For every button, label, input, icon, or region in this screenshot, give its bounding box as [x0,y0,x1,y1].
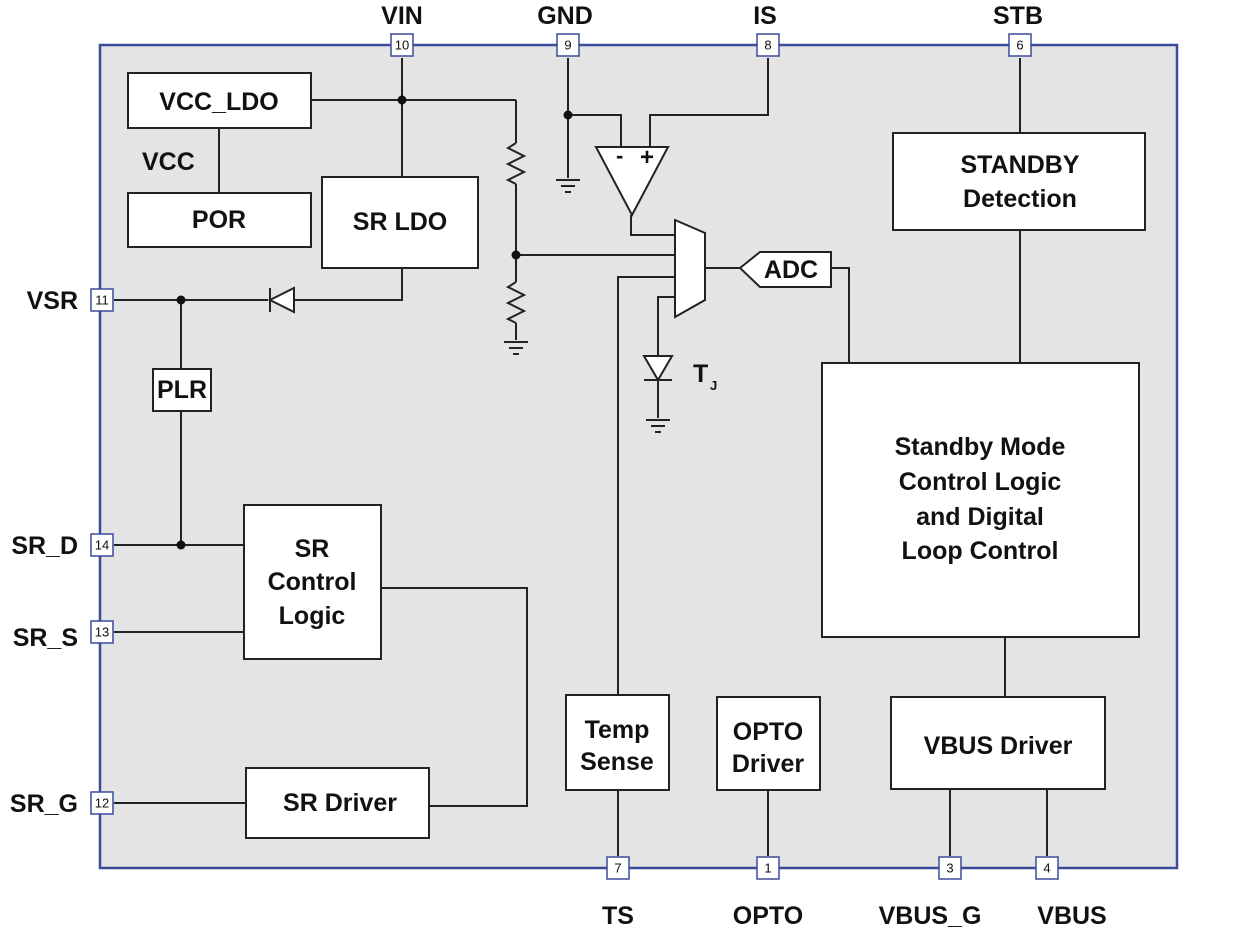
svg-text:10: 10 [395,38,409,53]
tj-diode-symbol [642,355,674,382]
opto-driver-line1: OPTO [733,718,803,746]
svg-text:14: 14 [95,538,109,553]
plr-label: PLR [157,376,207,404]
pin-stb: 6 STB [993,2,1043,57]
svg-text:GND: GND [537,2,593,30]
pin-vin: 10 VIN [381,2,423,57]
svg-text:SR_S: SR_S [13,624,78,652]
sr-ldo-block [321,176,479,269]
adc-block [738,251,832,288]
pin-sr-s: 13 SR_S [13,620,114,652]
standby-logic-line2: Control Logic [899,468,1062,496]
op-amp-plus: + [640,144,654,171]
junction-dot [563,110,573,120]
svg-text:OPTO: OPTO [733,902,803,930]
pin-vsr: 11 VSR [27,287,114,315]
opto-driver-line2: Driver [732,750,805,778]
plr-block [152,368,212,412]
op-amp-symbol [594,146,670,218]
mux-symbol [674,218,706,319]
adc-label: ADC [764,256,818,284]
diode-symbol [267,286,295,314]
vcc-ldo-label: VCC_LDO [159,88,278,116]
standby-detection-block [892,132,1146,231]
junction-dot [176,295,186,305]
ground-symbol-tj [646,419,670,433]
svg-text:IS: IS [753,2,777,30]
svg-text:SR_D: SR_D [11,532,78,560]
svg-text:9: 9 [564,38,571,53]
vbus-driver-block [890,696,1106,790]
standby-logic-line3: and Digital [916,503,1044,531]
svg-text:12: 12 [95,796,109,811]
por-label: POR [192,206,246,234]
standby-logic-line1: Standby Mode [895,433,1066,461]
opto-driver-block [716,696,821,791]
vcc-label: VCC [142,148,195,176]
pin-ts: 7 TS [602,856,634,930]
ground-symbol-divider [504,341,528,355]
sr-control-line3: Logic [279,602,346,630]
svg-text:VSR: VSR [27,287,78,315]
svg-text:11: 11 [95,293,109,308]
pin-is: 8 IS [753,2,780,57]
svg-text:4: 4 [1043,861,1050,876]
svg-text:8: 8 [764,38,771,53]
sr-control-logic-block [243,504,382,660]
sr-control-line2: Control [268,568,357,596]
sr-driver-block [245,767,430,839]
svg-text:6: 6 [1016,38,1023,53]
vbus-driver-label: VBUS Driver [924,732,1073,760]
pin-sr-d: 14 SR_D [11,532,114,560]
temp-sense-block [565,694,670,791]
tj-label: T [693,360,708,388]
sr-control-line1: SR [295,535,330,563]
svg-text:VBUS: VBUS [1037,902,1106,930]
standby-logic-line4: Loop Control [902,537,1059,565]
temp-sense-line2: Sense [580,748,654,776]
svg-text:TS: TS [602,902,634,930]
pin-sr-g: 12 SR_G [10,790,114,818]
tj-subscript: J [710,378,717,393]
svg-text:1: 1 [764,861,771,876]
junction-dot [176,540,186,550]
op-amp-minus: - [616,143,623,168]
svg-text:7: 7 [614,861,621,876]
svg-text:3: 3 [946,861,953,876]
por-block [127,192,312,248]
standby-detection-line2: Detection [963,185,1077,213]
svg-text:13: 13 [95,625,109,640]
svg-text:VIN: VIN [381,2,423,30]
svg-text:VBUS_G: VBUS_G [879,902,982,930]
pin-vbus: 4 VBUS [1035,856,1107,930]
vcc-ldo-block [127,72,312,129]
ground-symbol-gnd [556,179,580,193]
junction-dot [511,250,521,260]
standby-detection-line1: STANDBY [961,151,1080,179]
pin-gnd: 9 GND [537,2,593,57]
junction-dot [397,95,407,105]
svg-text:STB: STB [993,2,1043,30]
sr-driver-label: SR Driver [283,789,397,817]
pin-opto: 1 OPTO [733,856,803,930]
pin-vbus-g: 3 VBUS_G [879,856,982,930]
svg-text:SR_G: SR_G [10,790,78,818]
temp-sense-line1: Temp [585,716,650,744]
standby-control-logic-block [821,362,1140,638]
sr-ldo-label: SR LDO [353,208,447,236]
